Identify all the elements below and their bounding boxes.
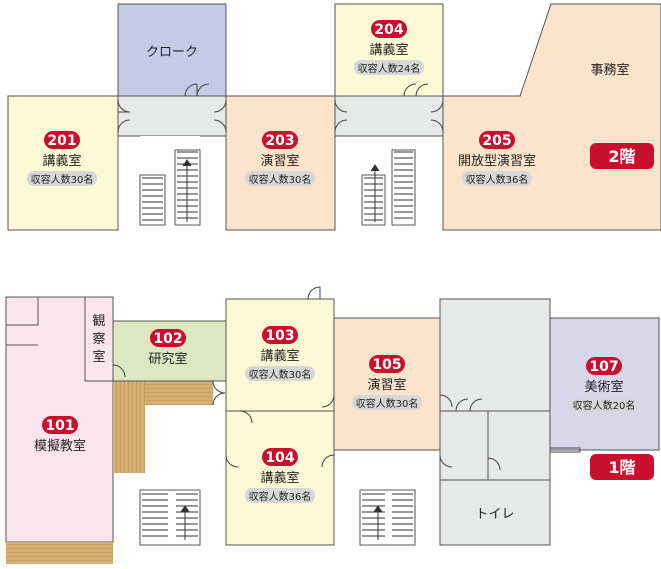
- room-name-104: 講義室: [260, 470, 299, 486]
- room-105[interactable]: [333, 317, 441, 451]
- room-name-101: 模擬教室: [34, 438, 86, 454]
- room-capacity-105: 収容人数30名: [356, 397, 419, 410]
- room-capacity-203: 収容人数30名: [249, 173, 312, 186]
- room-107[interactable]: [549, 317, 660, 451]
- observation-char: 観: [92, 314, 105, 329]
- office-label: 事務室: [590, 62, 629, 78]
- floor-2-badge-text: 2階: [608, 147, 635, 166]
- room-name-204: 講義室: [369, 42, 408, 58]
- wood-deck-102: [113, 381, 145, 473]
- room-label-102: 102 研究室: [148, 329, 188, 367]
- room-capacity-204: 収容人数24名: [358, 62, 421, 75]
- room-capacity-205: 収容人数36名: [466, 173, 529, 186]
- observation-char: 室: [92, 349, 105, 365]
- room-number-107: 107: [589, 359, 618, 375]
- floor-2: [7, 3, 661, 231]
- stair-steps-2f-left: [142, 151, 198, 222]
- room-number-203: 203: [265, 133, 294, 149]
- room-name-103: 講義室: [260, 348, 299, 364]
- corridor-2f-left: [117, 95, 227, 137]
- room-number-105: 105: [372, 357, 401, 373]
- floor-2-badge: 2階: [590, 143, 654, 169]
- observation-label: 観察室: [92, 314, 105, 365]
- room-number-201: 201: [47, 133, 76, 149]
- room-number-205: 205: [482, 133, 511, 149]
- toilet-block[interactable]: [439, 298, 551, 546]
- stairs-1f-right: [359, 489, 416, 546]
- room-number-101: 101: [45, 418, 74, 434]
- room-104[interactable]: [225, 410, 335, 546]
- room-203[interactable]: [225, 95, 336, 231]
- room-number-104: 104: [265, 450, 294, 466]
- room-observation[interactable]: [84, 296, 114, 382]
- room-capacity-104: 収容人数36名: [249, 490, 312, 503]
- room-capacity-201: 収容人数30名: [31, 173, 94, 186]
- stair-steps-1f-left: [142, 493, 198, 540]
- cloak-label: クローク: [146, 45, 198, 60]
- toilet-label: トイレ: [475, 507, 514, 522]
- floor-1-badge: 1階: [590, 454, 654, 480]
- wood-deck-101: [6, 542, 113, 564]
- room-capacity-107: 収容人数20名: [573, 399, 636, 412]
- room-cloak[interactable]: [117, 3, 227, 97]
- room-103[interactable]: [225, 298, 335, 412]
- room-name-107: 美術室: [584, 379, 623, 395]
- room-labels: 201講義室収容人数30名203演習室収容人数30名204講義室収容人数24名2…: [27, 20, 639, 503]
- room-number-102: 102: [153, 331, 182, 347]
- room-capacity-103: 収容人数30名: [249, 368, 312, 381]
- room-number-103: 103: [265, 328, 294, 344]
- room-name-205: 開放型演習室: [458, 153, 536, 169]
- room-name-105: 演習室: [367, 377, 406, 393]
- room-name-203: 演習室: [260, 153, 299, 169]
- corridor-2f-right: [334, 95, 444, 137]
- room-name-102: 研究室: [148, 351, 187, 367]
- doors-1f: [112, 286, 581, 471]
- floor-1: [5, 296, 660, 564]
- observation-char: 察: [92, 332, 105, 347]
- room-205[interactable]: [442, 3, 661, 231]
- room-201[interactable]: [7, 95, 119, 231]
- stair-steps-2f-right: [364, 151, 413, 222]
- room-label-101: 101 模擬教室: [34, 416, 86, 454]
- room-number-204: 204: [374, 22, 403, 38]
- floor-1-badge-text: 1階: [608, 458, 635, 477]
- room-204[interactable]: [334, 3, 444, 97]
- doors-2f: [117, 83, 444, 133]
- stair-steps-1f-right: [362, 493, 413, 540]
- room-name-201: 講義室: [42, 153, 81, 169]
